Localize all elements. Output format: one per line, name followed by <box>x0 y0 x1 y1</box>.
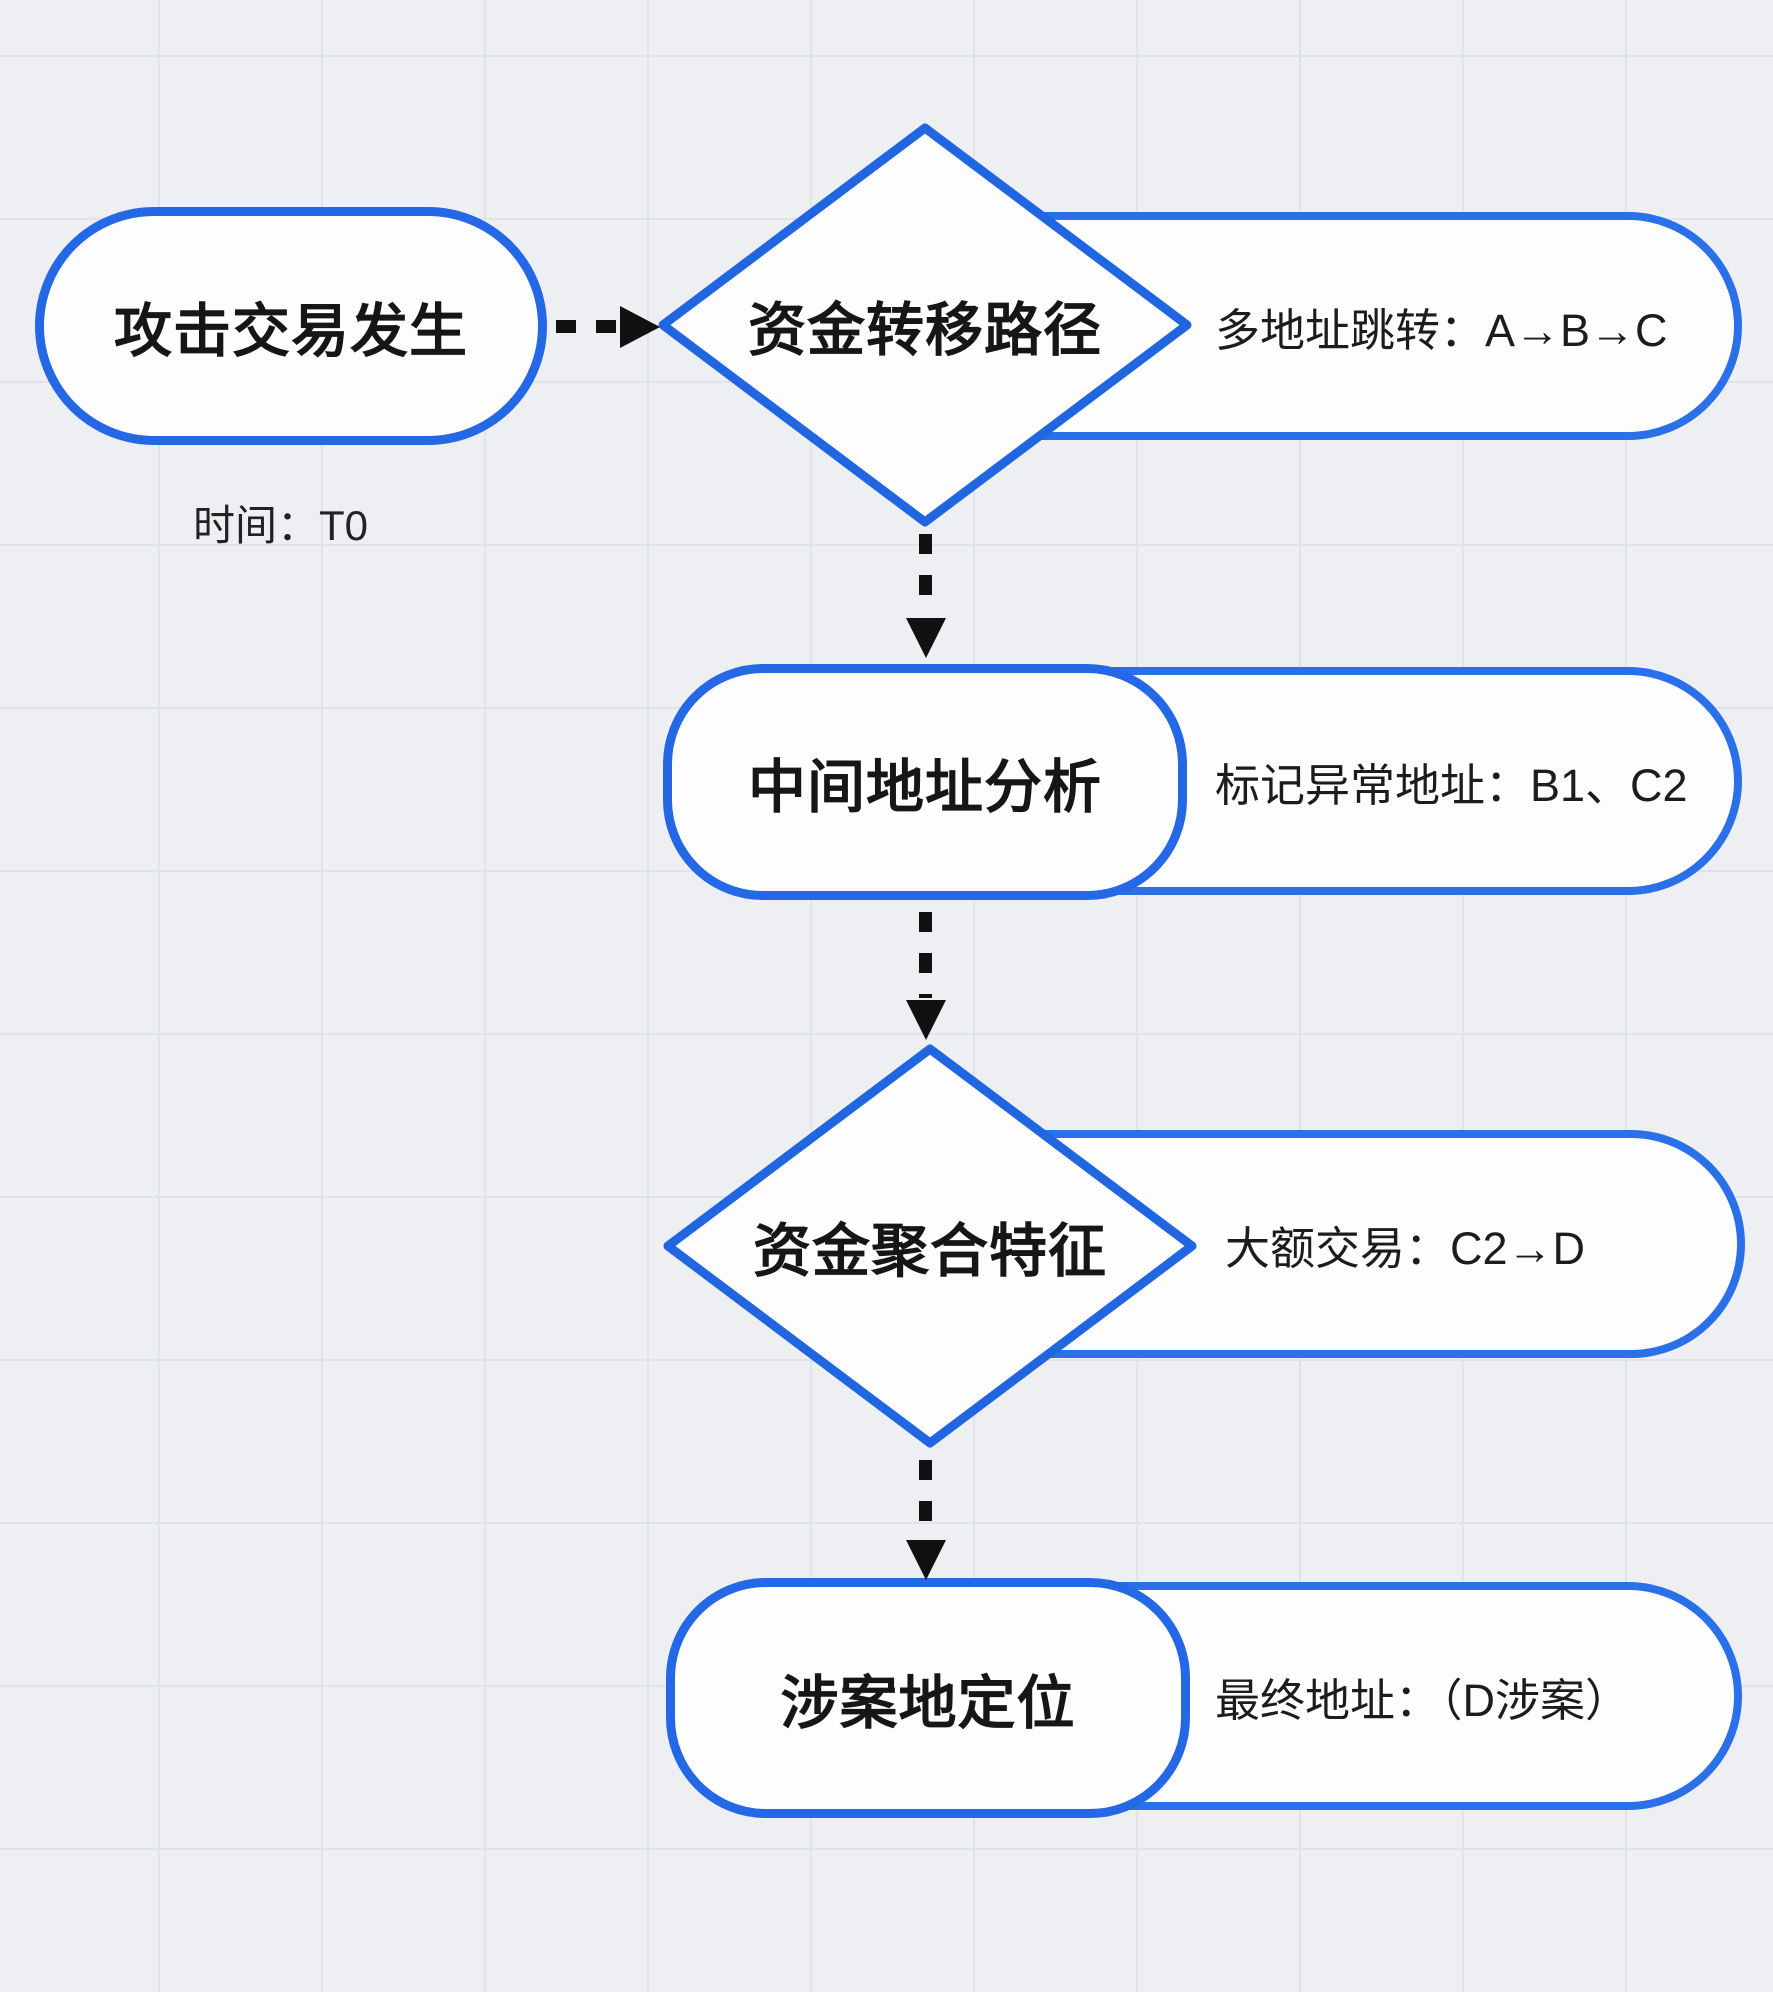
diamond-shape <box>658 123 1192 527</box>
arrow-line-horizontal <box>556 320 620 333</box>
node-target-location: 涉案地定位 <box>666 1578 1190 1818</box>
node-attack-occurred: 攻击交易发生 <box>35 207 547 445</box>
node-title: 中间地址分析 <box>747 755 1102 820</box>
annotation-text: 多地址跳转：A→B→C <box>1215 304 1668 356</box>
arrow-head-right-icon <box>620 306 660 348</box>
node-transfer-path: 资金转移路径 <box>654 119 1196 531</box>
node-title: 攻击交易发生 <box>113 299 468 364</box>
node-aggregation-features: 资金聚合特征 <box>659 1040 1201 1452</box>
node-intermediate-analysis: 中间地址分析 <box>663 664 1187 900</box>
diamond-shape <box>663 1044 1197 1448</box>
arrow-line-vertical <box>919 1460 932 1538</box>
arrow-line-vertical <box>919 534 932 616</box>
arrow-line-vertical <box>919 912 932 998</box>
arrow-head-down-icon <box>906 1540 946 1580</box>
node-title: 涉案地定位 <box>780 1671 1076 1736</box>
arrow-head-down-icon <box>906 618 946 658</box>
time-caption: 时间：T0 <box>193 502 369 549</box>
annotation-text: 大额交易：C2→D <box>1225 1222 1586 1274</box>
node-title: 资金聚合特征 <box>752 1219 1107 1284</box>
arrow-head-down-icon <box>906 1000 946 1040</box>
annotation-text: 标记异常地址：B1、C2 <box>1215 759 1688 811</box>
annotation-text: 最终地址：（D涉案） <box>1215 1674 1630 1726</box>
node-title: 资金转移路径 <box>747 298 1102 363</box>
